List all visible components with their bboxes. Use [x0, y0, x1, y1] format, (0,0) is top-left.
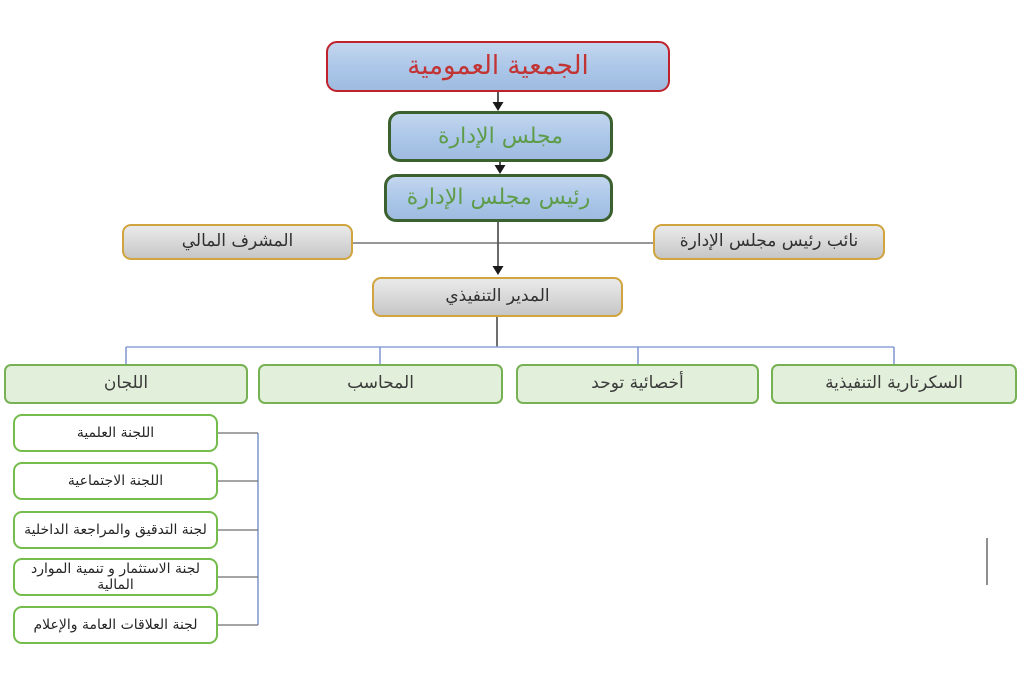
- node-committee-scientific: اللجنة العلمية: [13, 414, 218, 452]
- node-committee-social: اللجنة الاجتماعية: [13, 462, 218, 500]
- node-chairman: رئيس مجلس الإدارة: [384, 174, 613, 222]
- node-accountant: المحاسب: [258, 364, 503, 404]
- node-committees: اللجان: [4, 364, 248, 404]
- connector-chairman-director: [492, 222, 504, 275]
- connector-bus-horizontal: [125, 346, 895, 364]
- node-vice-chairman: نائب رئيس مجلس الإدارة: [653, 224, 885, 260]
- node-committee-media: لجنة العلاقات العامة والإعلام: [13, 606, 218, 644]
- connector-board-chairman: [494, 162, 506, 174]
- node-board: مجلس الإدارة: [388, 111, 613, 162]
- node-committee-investment: لجنة الاستثمار و تنمية الموارد المالية: [13, 558, 218, 596]
- node-executive-director: المدير التنفيذي: [372, 277, 623, 317]
- text-cursor-artifact: [986, 538, 988, 585]
- connector-assembly-board: [492, 92, 504, 111]
- node-general-assembly: الجمعية العمومية: [326, 41, 670, 92]
- node-executive-secretariat: السكرتارية التنفيذية: [771, 364, 1017, 404]
- connector-committees-ladder: [218, 432, 259, 626]
- node-autism-specialist: أخصائية توحد: [516, 364, 759, 404]
- node-committee-audit: لجنة التدقيق والمراجعة الداخلية: [13, 511, 218, 549]
- node-financial-supervisor: المشرف المالي: [122, 224, 353, 260]
